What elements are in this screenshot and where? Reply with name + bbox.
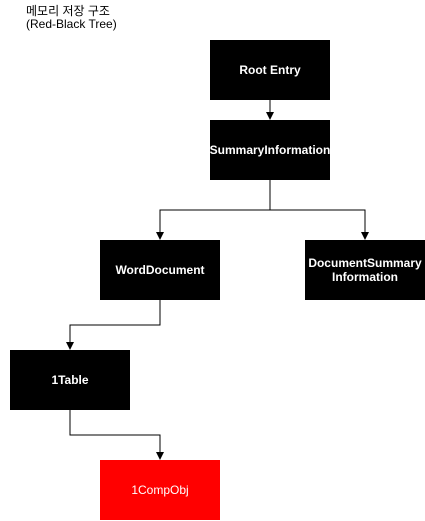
node-summary-information: SummaryInformation xyxy=(210,120,330,180)
node-word-document: WordDocument xyxy=(100,240,220,300)
node-docsum-label-line2: Information xyxy=(332,270,398,284)
edge-word-table xyxy=(66,300,161,350)
edge-summary-docsum xyxy=(270,209,369,240)
node-1table-label: 1Table xyxy=(51,373,89,387)
node-1compobj-label: 1CompObj xyxy=(131,483,189,497)
edge-table-compobj xyxy=(69,410,164,460)
node-root-entry: Root Entry xyxy=(210,40,330,100)
node-document-summary-information: DocumentSummary Information xyxy=(305,240,425,300)
node-root-entry-label: Root Entry xyxy=(239,63,301,77)
diagram-title-line1: 메모리 저장 구조 xyxy=(26,4,110,18)
edge-summary-word xyxy=(156,180,271,240)
node-docsum-label-line1: DocumentSummary xyxy=(308,256,422,270)
diagram-title: 메모리 저장 구조 (Red-Black Tree) xyxy=(26,5,117,30)
node-1table: 1Table xyxy=(10,350,130,410)
diagram-title-line2: (Red-Black Tree) xyxy=(26,17,117,31)
node-summary-information-label: SummaryInformation xyxy=(209,143,331,157)
node-word-document-label: WordDocument xyxy=(115,263,205,277)
node-1compobj: 1CompObj xyxy=(100,460,220,520)
